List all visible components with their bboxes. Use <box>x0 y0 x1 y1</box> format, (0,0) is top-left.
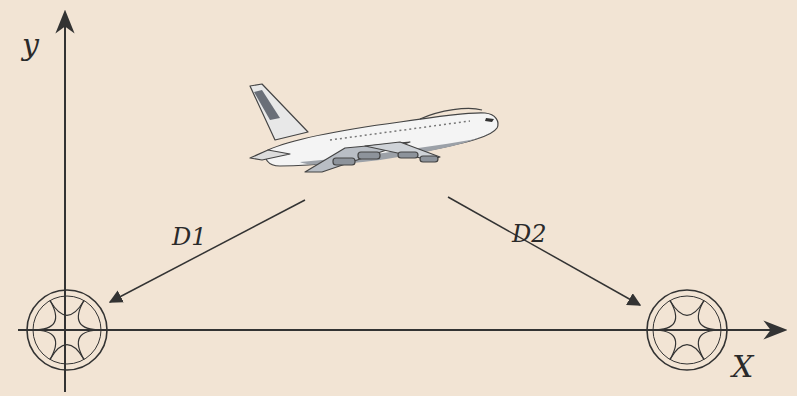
distance-label-holder: D2 <box>512 222 547 246</box>
axis-label-holder: y <box>22 30 39 60</box>
receiver-station <box>647 290 727 370</box>
distance-arrow <box>110 200 305 302</box>
axis-label: X <box>732 349 753 384</box>
axis-label: y <box>22 27 39 62</box>
station-arc <box>653 330 676 359</box>
receiver-station <box>27 290 107 370</box>
distance-arrow <box>448 197 640 305</box>
station-arc <box>698 301 721 330</box>
airplane <box>250 84 498 172</box>
axis-label-holder: X <box>732 352 753 382</box>
x-axis <box>18 329 785 331</box>
distance-label-holder: D1 <box>172 225 207 249</box>
y-axis <box>64 12 66 392</box>
station-arc <box>33 330 56 359</box>
distance-label: D1 <box>172 223 207 251</box>
station-arc <box>78 301 101 330</box>
distance-label: D2 <box>512 220 547 248</box>
